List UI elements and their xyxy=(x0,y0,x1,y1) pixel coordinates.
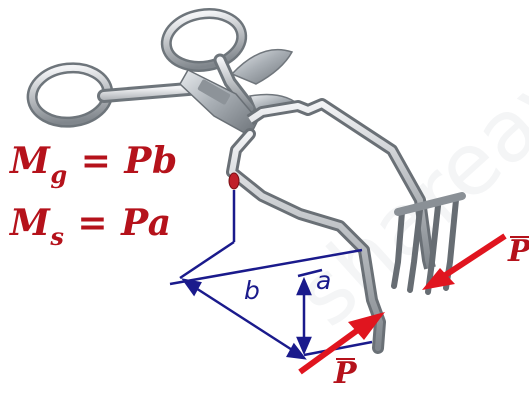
force-label-left: P xyxy=(334,356,357,391)
overline xyxy=(336,358,355,360)
dimension-label-b: b xyxy=(244,276,260,305)
moment-subscript: g xyxy=(50,160,68,189)
torsion-moment-formula: Ms = Pa xyxy=(10,202,172,251)
moment-rhs: = Pa xyxy=(77,202,172,244)
critical-section-marker xyxy=(228,172,240,190)
force-label-right: P xyxy=(508,234,529,269)
dimension-label-a: a xyxy=(316,266,332,295)
force-arrow-left xyxy=(298,312,385,375)
right-arm xyxy=(246,98,436,270)
left-arm xyxy=(226,128,386,354)
moment-subscript: s xyxy=(50,222,65,251)
force-arrow-right xyxy=(422,233,507,290)
moment-rhs: = Pb xyxy=(80,140,178,182)
overline xyxy=(510,236,529,238)
bending-moment-formula: Mg = Pb xyxy=(10,140,178,189)
moment-symbol: M xyxy=(10,202,51,244)
dimension-lines xyxy=(169,190,373,360)
moment-symbol: M xyxy=(10,140,51,182)
watermark: shareav xyxy=(277,42,529,345)
finger-ring-top xyxy=(160,8,248,72)
